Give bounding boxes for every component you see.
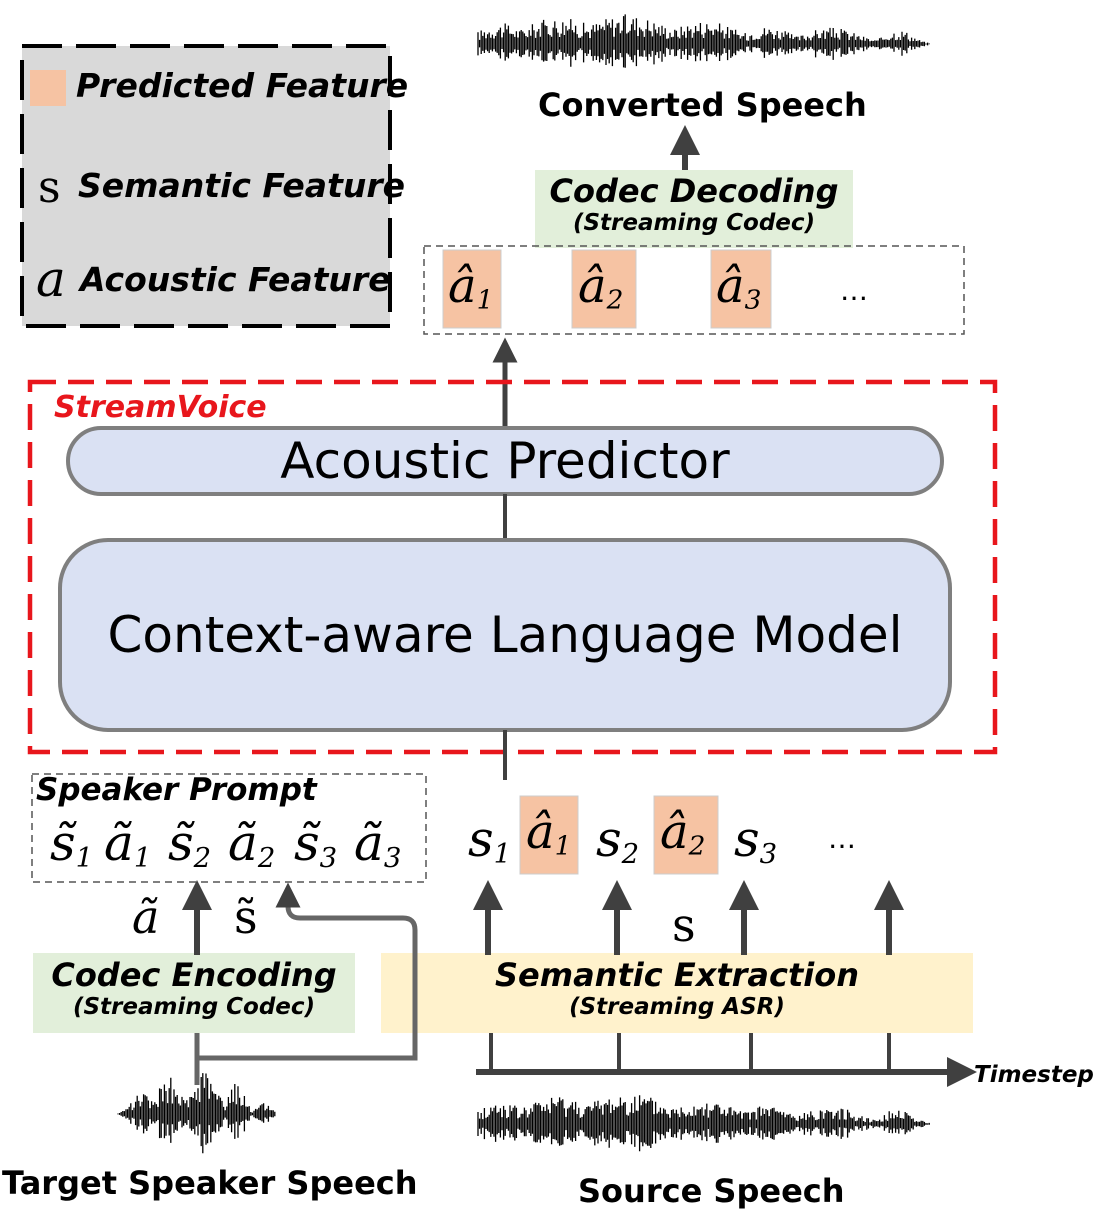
prompt-token-3: s̃2 bbox=[168, 814, 212, 874]
output-token-3: â3 bbox=[716, 258, 762, 316]
output-token-bg-1 bbox=[442, 249, 502, 329]
streamvoice-box bbox=[27, 379, 998, 755]
codec-decoding-label: Codec Decoding (Streaming Codec) bbox=[535, 170, 853, 240]
input-token-3: s2 bbox=[596, 810, 640, 870]
codec-encoding-title: Codec Encoding bbox=[51, 956, 337, 994]
source-speech-waveform bbox=[477, 1095, 930, 1152]
prompt-token-4: ã2 bbox=[228, 814, 276, 874]
semantic-extraction-sub: (Streaming ASR) bbox=[569, 994, 785, 1020]
asr-s-label: s bbox=[672, 898, 696, 952]
semantic-extraction-label: Semantic Extraction (Streaming ASR) bbox=[381, 953, 973, 1025]
output-token-bg-3 bbox=[710, 249, 772, 329]
codec-decoding-box bbox=[535, 170, 853, 248]
legend-acoustic-label: Acoustic Feature bbox=[80, 260, 391, 299]
input-token-bg-2 bbox=[653, 795, 719, 875]
speaker-prompt-box bbox=[31, 773, 427, 883]
legend-semantic-symbol: s bbox=[38, 162, 61, 213]
legend-semantic-label: Semantic Feature bbox=[78, 166, 405, 205]
codec-a-tilde-label: ã bbox=[132, 890, 160, 944]
acoustic-predictor-label: Acoustic Predictor bbox=[280, 432, 730, 490]
output-token-bg-2 bbox=[571, 249, 637, 329]
prompt-token-5: s̃3 bbox=[294, 814, 338, 874]
input-token-4: â2 bbox=[660, 804, 706, 862]
semantic-s-tilde-label: s̃ bbox=[234, 890, 258, 944]
language-model-label: Context-aware Language Model bbox=[107, 606, 903, 664]
semantic-extraction-title: Semantic Extraction bbox=[494, 956, 859, 994]
output-token-box bbox=[423, 245, 965, 335]
legend-predicted-label: Predicted Feature bbox=[76, 66, 409, 105]
semantic-extraction-box bbox=[381, 953, 973, 1033]
legend-box bbox=[20, 44, 392, 328]
codec-decoding-sub: (Streaming Codec) bbox=[572, 210, 816, 236]
output-ellipsis: … bbox=[840, 274, 868, 307]
target-speech-waveform bbox=[117, 1073, 276, 1154]
streamvoice-label: StreamVoice bbox=[54, 390, 267, 425]
source-speech-label: Source Speech bbox=[578, 1172, 845, 1210]
input-ellipsis: … bbox=[828, 822, 856, 855]
codec-encoding-sub: (Streaming Codec) bbox=[72, 994, 316, 1020]
legend-acoustic-symbol: a bbox=[36, 250, 66, 308]
input-token-bg-1 bbox=[519, 795, 579, 875]
output-token-2: â2 bbox=[578, 258, 624, 316]
prompt-token-1: s̃1 bbox=[50, 814, 94, 874]
converted-speech-waveform bbox=[477, 14, 930, 68]
input-token-5: s3 bbox=[734, 810, 778, 870]
converted-speech-label: Converted Speech bbox=[538, 86, 867, 124]
codec-decoding-title: Codec Decoding bbox=[549, 172, 839, 210]
prompt-token-2: ã1 bbox=[104, 814, 152, 874]
semantic-prompt-path bbox=[197, 882, 418, 1061]
legend-predicted-swatch bbox=[30, 70, 66, 106]
codec-encoding-box bbox=[33, 953, 355, 1033]
input-token-2: â1 bbox=[526, 804, 572, 862]
timestep-label: Timestep bbox=[974, 1062, 1093, 1088]
codec-encoding-label: Codec Encoding (Streaming Codec) bbox=[33, 953, 355, 1025]
prompt-token-6: ã3 bbox=[354, 814, 402, 874]
speaker-prompt-title: Speaker Prompt bbox=[36, 772, 317, 808]
output-token-1: â1 bbox=[448, 258, 494, 316]
input-token-1: s1 bbox=[468, 810, 512, 870]
target-speech-label: Target Speaker Speech bbox=[2, 1164, 418, 1202]
